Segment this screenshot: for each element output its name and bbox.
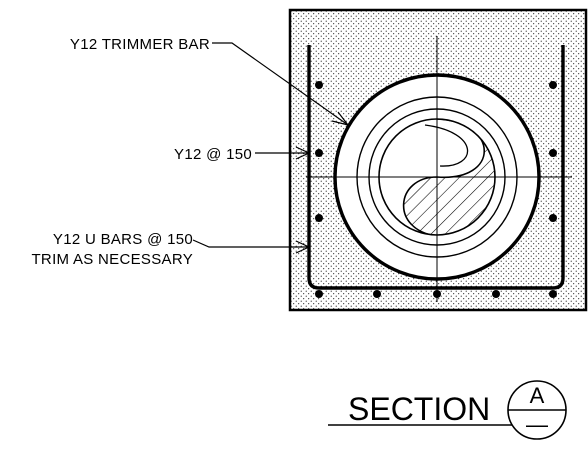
- arrow-trimmer-bar: [331, 111, 350, 127]
- rebar-dot: [492, 290, 500, 298]
- rebar-dot: [433, 290, 441, 298]
- rebar-dot: [373, 290, 381, 298]
- label-u-bars-line2: TRIM AS NECESSARY: [31, 251, 193, 268]
- rebar-dots: [315, 81, 557, 298]
- concrete-block: [288, 8, 588, 312]
- rebar-dot: [315, 149, 323, 157]
- section-title-text: SECTION: [348, 391, 490, 427]
- center-lines: [306, 36, 572, 302]
- leader-trimmer-bar: [212, 42, 349, 126]
- rebar-dot: [549, 149, 557, 157]
- u-bar: [307, 45, 565, 290]
- label-trimmer-bar: Y12 TRIMMER BAR: [70, 36, 210, 53]
- rebar-dot: [549, 214, 557, 222]
- pipe-break-inner: [424, 124, 469, 167]
- rebar-dot: [549, 81, 557, 89]
- leader-lines: [192, 42, 350, 254]
- arrow-u-bars: [295, 240, 311, 254]
- arrow-bars-150: [295, 146, 311, 160]
- label-u-bars-line1: Y12 U BARS @ 150: [53, 231, 193, 248]
- section-title: SECTION A —: [328, 380, 567, 440]
- rebar-dot: [315, 81, 323, 89]
- rebar-dot: [549, 290, 557, 298]
- section-marker-letter: A: [530, 383, 545, 408]
- rebar-dot: [315, 214, 323, 222]
- label-bars-150: Y12 @ 150: [174, 146, 252, 163]
- leader-u-bars: [192, 239, 309, 248]
- rebar-dot: [315, 290, 323, 298]
- section-marker-sheet: —: [526, 412, 548, 437]
